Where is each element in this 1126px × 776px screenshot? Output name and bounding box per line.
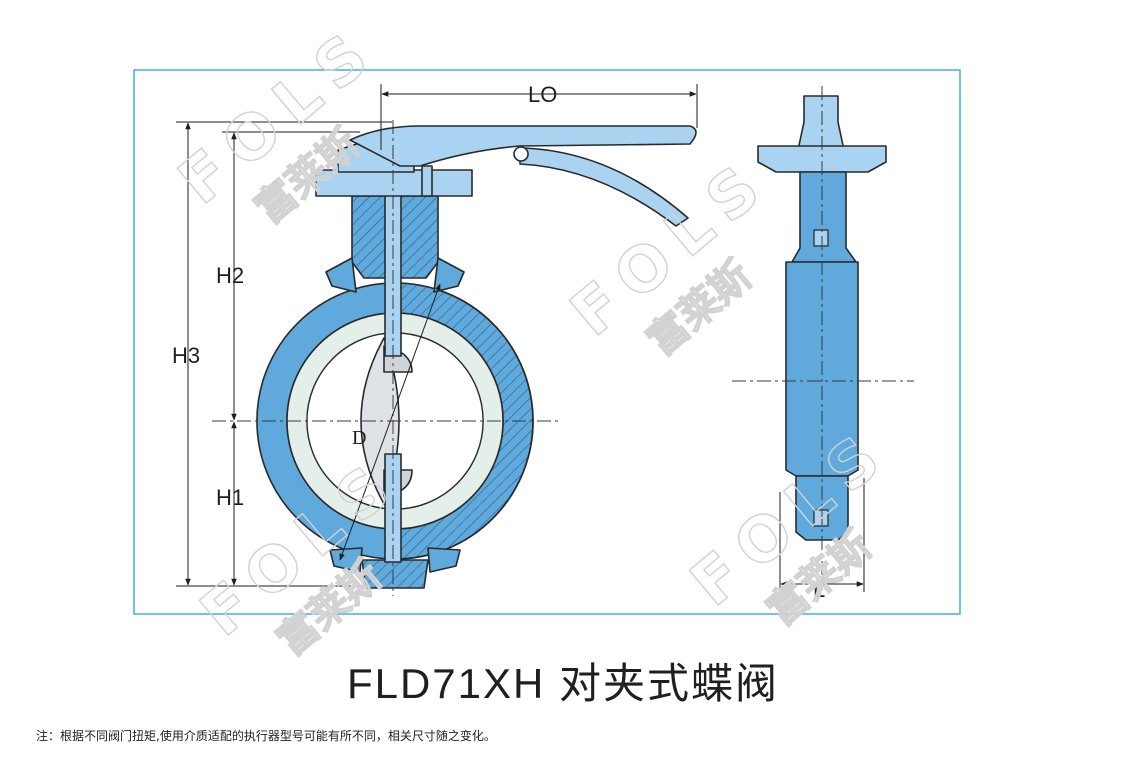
top-flange-plate (315, 169, 473, 197)
side-lower-slot (813, 509, 829, 527)
handle-pivot (513, 146, 529, 162)
dim-label-h2: H2 (216, 263, 244, 288)
footnote: 注：根据不同阀门扭矩,使用介质适配的执行器型号可能有所不同，相关尺寸随之变化。 (36, 729, 496, 743)
side-stem-head (797, 95, 845, 151)
caption-name: 对夹式蝶阀 (559, 660, 780, 707)
side-neck (791, 171, 857, 263)
side-neck-slot (813, 229, 829, 247)
dim-label-h1: H1 (216, 485, 244, 510)
caption-title: FLD71XH 对夹式蝶阀 (0, 650, 1126, 711)
side-lower-neck (795, 475, 849, 541)
dim-label-l: L (813, 577, 825, 602)
trigger-lever (519, 147, 689, 227)
side-top-plate (757, 145, 887, 173)
dim-label-lo: LO (528, 82, 557, 107)
caption-model: FLD71XH (346, 660, 546, 707)
locking-pin (421, 165, 433, 197)
dim-label-d: D (352, 427, 366, 449)
dimension-lines (176, 84, 865, 592)
handle-lever (349, 125, 697, 167)
dim-label-h3: H3 (172, 343, 200, 368)
